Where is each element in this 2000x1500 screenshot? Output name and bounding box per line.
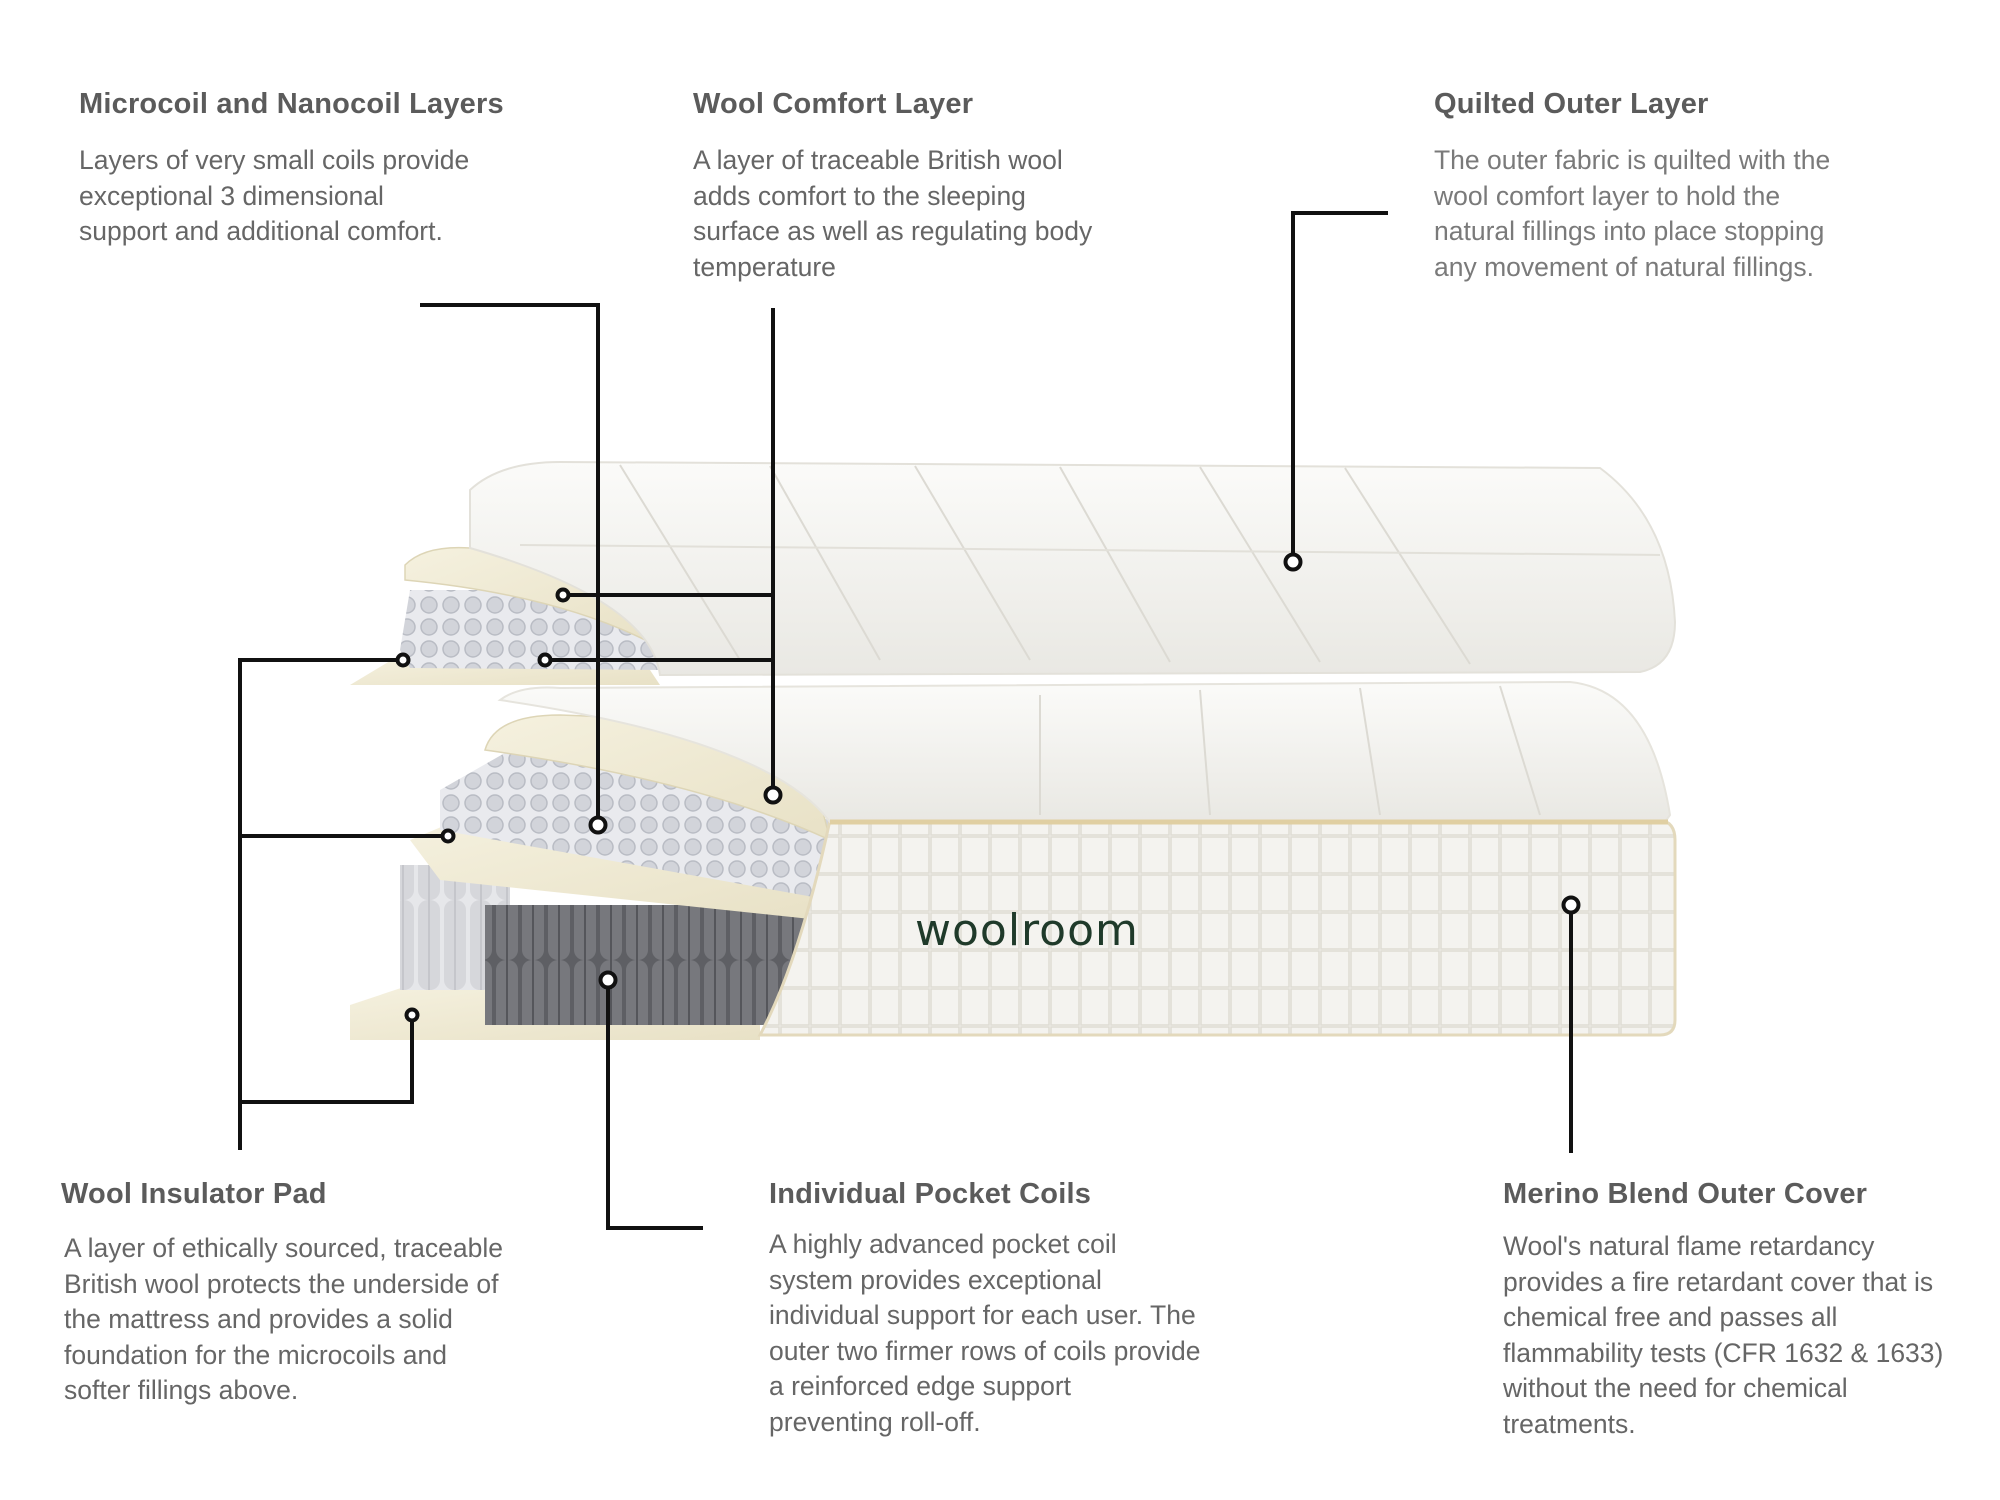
lower-mattress-body xyxy=(757,818,1677,1037)
quilt-seam xyxy=(1499,685,1541,816)
quilt-seam xyxy=(1199,466,1321,663)
callout-body: A layer of traceable British wool adds c… xyxy=(693,145,1093,282)
callout-body: A layer of ethically sourced, traceable … xyxy=(64,1233,503,1405)
lower-microcoil-layer xyxy=(440,750,830,900)
callout-title: Quilted Outer Layer xyxy=(1434,88,1709,120)
callout-merino-cover: Merino Blend Outer Cover Wool's natural … xyxy=(1503,1178,1983,1442)
quilt-seam xyxy=(519,544,1661,556)
callout-quilted-outer: Quilted Outer Layer The outer fabric is … xyxy=(1434,88,1954,285)
quilt-seam xyxy=(1344,467,1471,665)
quilt-seam xyxy=(914,465,1031,661)
callout-wool-comfort: Wool Comfort Layer A layer of traceable … xyxy=(693,88,1213,285)
quilt-seam xyxy=(769,465,881,661)
quilt-seam xyxy=(619,464,741,661)
upper-topper-body xyxy=(469,460,1677,677)
callout-microcoil: Microcoil and Nanocoil Layers Layers of … xyxy=(79,88,599,250)
callout-title: Merino Blend Outer Cover xyxy=(1503,1178,1868,1210)
quilt-seam xyxy=(1059,466,1171,663)
leader-lines xyxy=(238,211,1573,1230)
lower-mattress-top xyxy=(497,680,1672,823)
callout-body: The outer fabric is quilted with the woo… xyxy=(1434,145,1831,282)
leader-endpoints xyxy=(395,552,1581,1023)
callout-pocket-coils: Individual Pocket Coils A highly advance… xyxy=(769,1178,1329,1440)
callout-title: Wool Insulator Pad xyxy=(61,1178,327,1210)
callout-title: Wool Comfort Layer xyxy=(693,88,974,120)
callout-title: Individual Pocket Coils xyxy=(769,1178,1092,1210)
woolroom-logo: woolroom xyxy=(915,905,1139,956)
callout-body: Layers of very small coils provide excep… xyxy=(79,145,470,246)
callout-title: Microcoil and Nanocoil Layers xyxy=(79,88,504,120)
pocket-coils-dark xyxy=(485,905,815,1025)
quilt-seam xyxy=(1199,689,1211,816)
callout-body: A highly advanced pocket coil system pro… xyxy=(769,1229,1201,1437)
callout-insulator-pad: Wool Insulator Pad A layer of ethically … xyxy=(61,1178,621,1409)
callout-body: Wool's natural flame retardancy provides… xyxy=(1503,1231,1944,1439)
quilt-seam xyxy=(1359,687,1381,816)
